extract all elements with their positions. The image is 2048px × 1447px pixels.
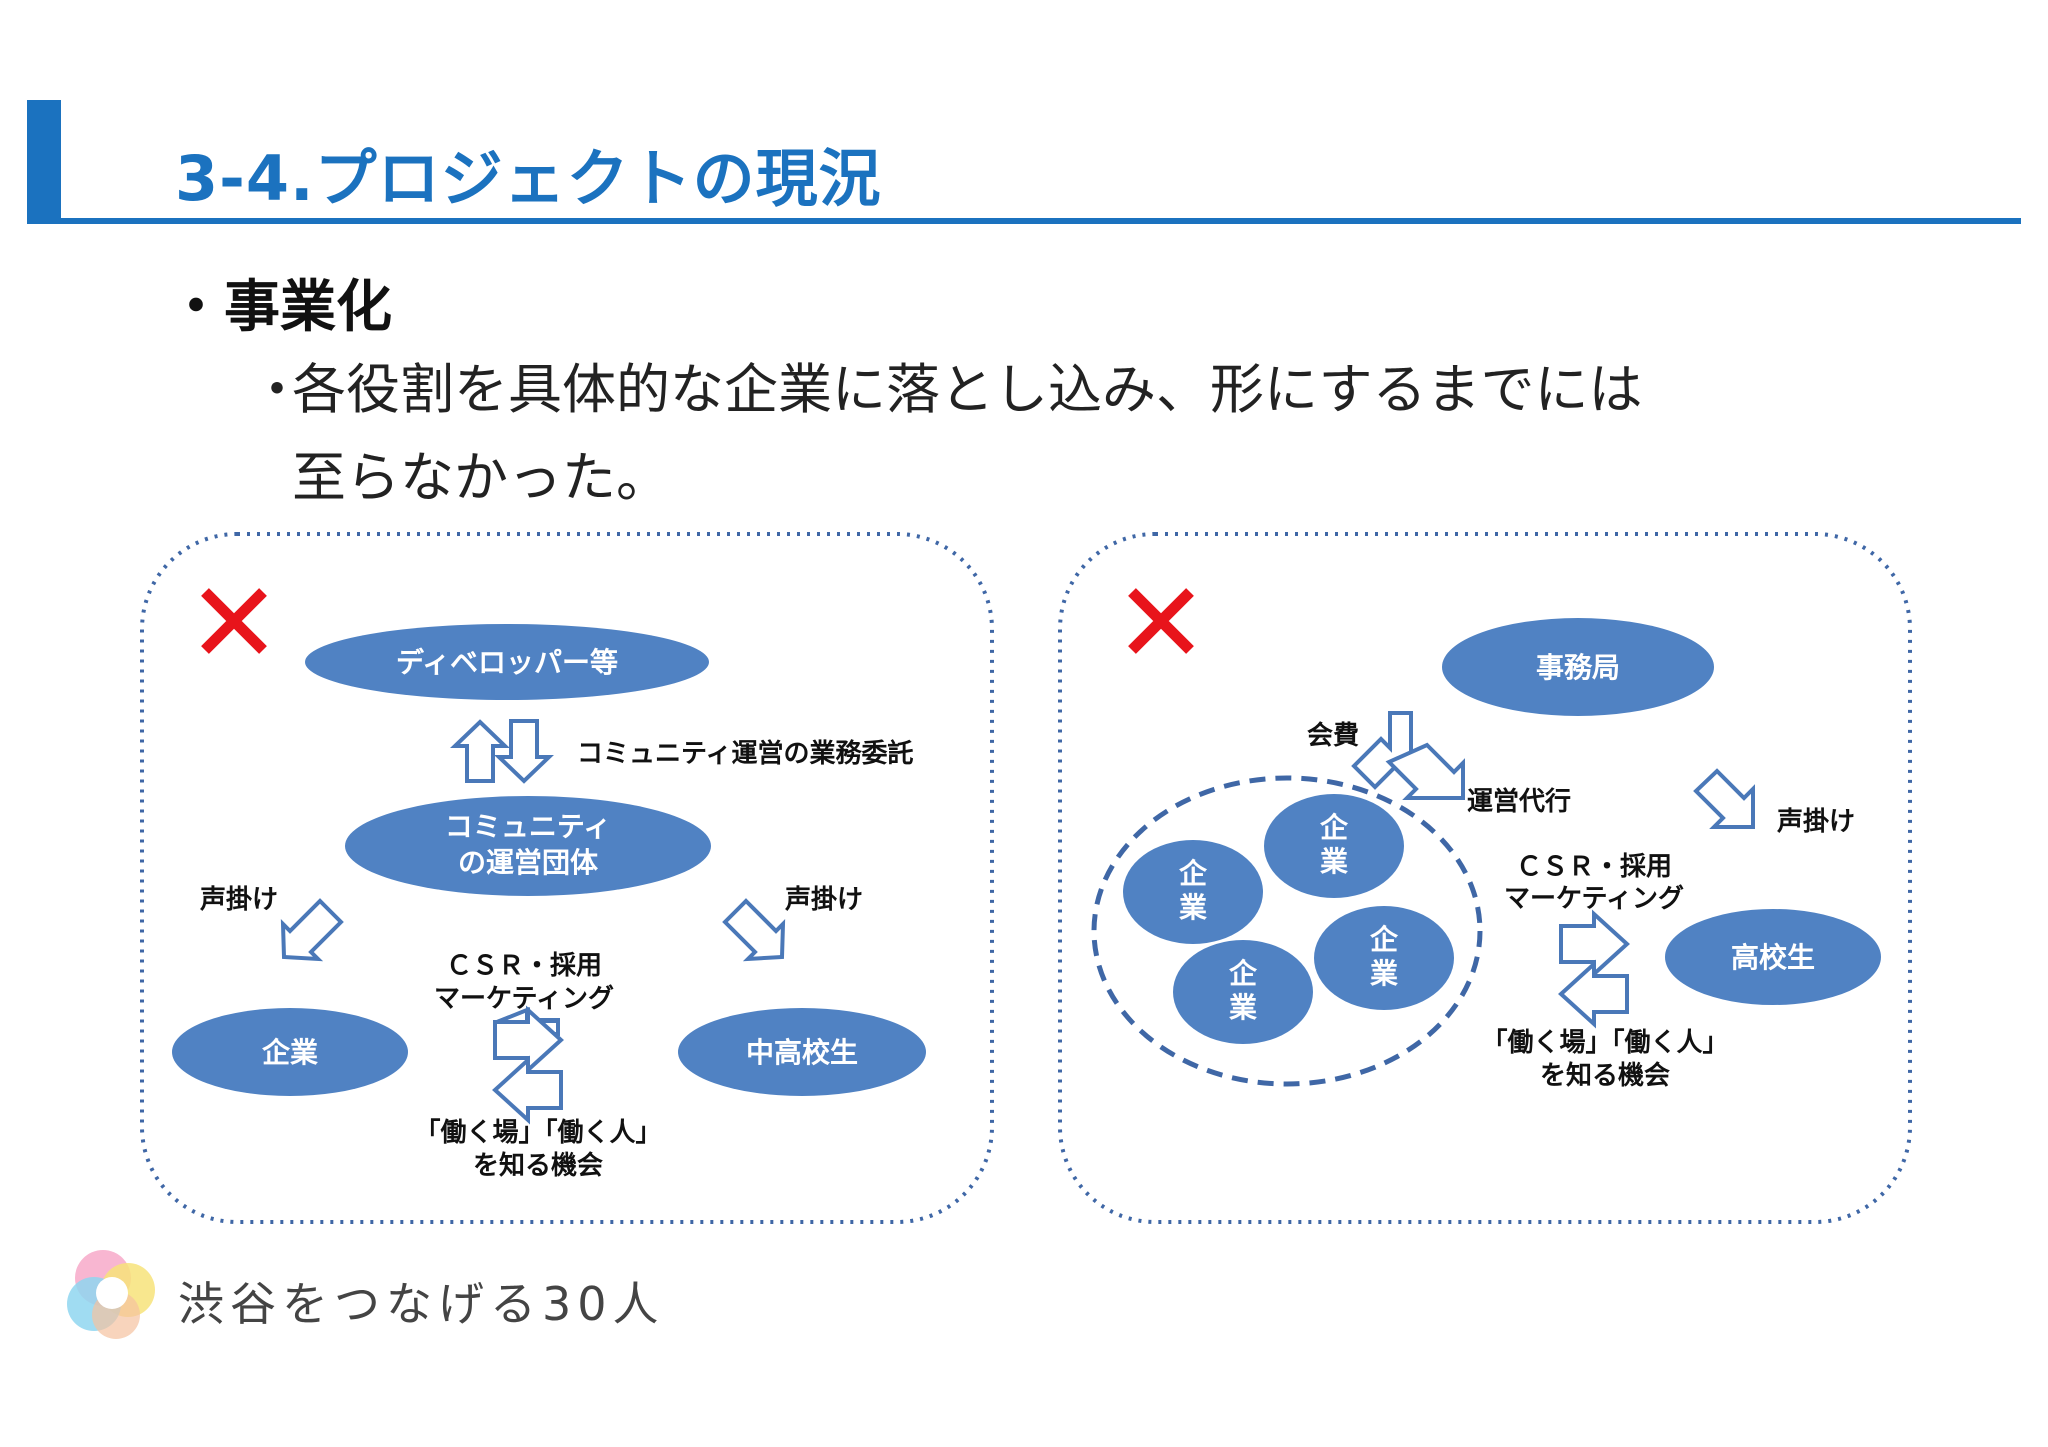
- fee-arrow-icon: [1351, 711, 1413, 790]
- right-panel-border: [1058, 532, 1912, 1224]
- company-ellipse-3: 企 業: [1314, 906, 1454, 1010]
- commission-arrows-icon: [450, 719, 554, 784]
- csr-label-2: マーケティング: [1504, 884, 1684, 914]
- bullet-heading-text: 事業化: [224, 275, 392, 340]
- secretariat-label: 事務局: [1536, 651, 1620, 684]
- students-label: 中高校生: [746, 1036, 858, 1069]
- bullet-subtext: ・各役割を具体的な企業に落とし込み、形にするまでには 至らなかった。: [250, 346, 1643, 522]
- community-label-1: コミュニティ: [445, 810, 611, 843]
- logo-mark-icon: [67, 1250, 155, 1339]
- students-ellipse: [1665, 909, 1881, 1005]
- call-label: 声掛け: [1777, 807, 1855, 837]
- company-ellipse-1: 企 業: [1123, 840, 1263, 944]
- bullet-dot-icon: ・: [168, 275, 224, 340]
- agency-arrow-icon: [1385, 742, 1465, 800]
- company-label-char1: 企: [1179, 857, 1208, 890]
- learn-label-1: 「働く場」「働く人」: [1481, 1027, 1728, 1058]
- learn-label-1: 「働く場」「働く人」: [414, 1117, 661, 1148]
- bullet-line-2: 至らなかった。: [292, 446, 670, 509]
- call-left-label: 声掛け: [200, 885, 278, 915]
- company-group-circle: [1091, 775, 1483, 1087]
- company-label-char1: 企: [1229, 957, 1258, 990]
- call-right-arrow-icon: [722, 898, 786, 962]
- secretariat-ellipse: [1442, 618, 1714, 716]
- csr-label-1: ＣＳＲ・採用: [1516, 852, 1672, 882]
- students-label: 高校生: [1731, 941, 1815, 974]
- left-panel-border: [140, 532, 994, 1224]
- company-ellipse-2: 企 業: [1264, 794, 1404, 898]
- learn-label-2: を知る機会: [473, 1151, 603, 1181]
- title-underline: [27, 218, 2021, 224]
- company-ellipse-4: 企 業: [1173, 940, 1313, 1044]
- developer-label: ディベロッパー等: [396, 646, 618, 679]
- cross-icon: [1128, 588, 1194, 654]
- company-label-char2: 業: [1370, 957, 1398, 990]
- learn-label-2: を知る機会: [1540, 1061, 1670, 1091]
- company-ellipse: [172, 1008, 408, 1096]
- company-label-char2: 業: [1179, 891, 1207, 924]
- title-accent-bar: [27, 100, 61, 222]
- fee-label: 会費: [1307, 721, 1359, 751]
- csr-label-1: ＣＳＲ・採用: [446, 951, 602, 981]
- company-label-char2: 業: [1320, 845, 1348, 878]
- company-label: 企業: [262, 1036, 318, 1069]
- community-ellipse: [345, 796, 711, 896]
- company-label-char1: 企: [1320, 811, 1349, 844]
- agency-label: 運営代行: [1467, 786, 1571, 817]
- csr-label-2: マーケティング: [434, 984, 614, 1014]
- logo-text: 渋谷をつなげる30人: [178, 1277, 665, 1331]
- cross-icon: [201, 588, 267, 654]
- community-label-2: の運営団体: [458, 846, 599, 879]
- exchange-arrows-icon: [1558, 909, 1630, 1029]
- page-title: 3-4.プロジェクトの現況: [175, 142, 882, 215]
- left-panel: ディベロッパー等 コミュニティ運営の業務委託 コミュニティ の運営団体 声掛け …: [140, 532, 994, 1224]
- developer-ellipse: [305, 624, 709, 700]
- bullet-heading: ・事業化: [168, 262, 392, 343]
- exchange-arrows-icon: [492, 1005, 564, 1125]
- bullet-line-1: 各役割を具体的な企業に落とし込み、形にするまでには: [292, 358, 1643, 421]
- right-panel: 事務局 会費 運営代行 声掛け 企 業 企 業 企 業: [1058, 532, 1912, 1224]
- commission-label: コミュニティ運営の業務委託: [577, 738, 913, 769]
- call-left-arrow-icon: [280, 898, 344, 962]
- company-label-char2: 業: [1229, 991, 1257, 1024]
- call-right-label: 声掛け: [785, 885, 863, 915]
- company-label-char1: 企: [1370, 923, 1399, 956]
- students-ellipse: [678, 1008, 926, 1096]
- call-arrow-icon: [1693, 768, 1755, 829]
